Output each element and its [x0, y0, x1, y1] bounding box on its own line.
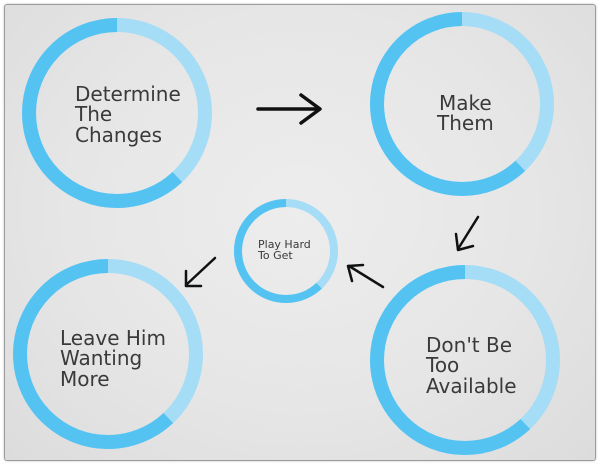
cycle-diagram [13, 12, 560, 455]
node-label-line: Wanting [60, 346, 143, 371]
node-label-line: Don't Be [426, 333, 513, 357]
node-label-dont: Don't Be Too Available [426, 333, 517, 398]
arrow-down-left-icon [184, 256, 217, 288]
diagram-frame: Determine The Changes Make Them Play Har… [4, 4, 596, 461]
node-label-play: Play Hard To Get [258, 238, 311, 263]
node-ring-determine [22, 18, 212, 208]
node-ring-play [234, 199, 338, 303]
node-label-line: The [75, 102, 113, 127]
node-label-determine: Determine The Changes [75, 82, 181, 147]
arrow-up-left-icon [346, 263, 385, 289]
node-label-line: Available [426, 373, 517, 398]
node-label-line: Play Hard [258, 238, 311, 251]
arrow-down-left-icon [454, 215, 480, 252]
node-label-line: To Get [258, 249, 293, 263]
node-label-make: Make Them [437, 93, 494, 134]
node-label-line: Changes [75, 122, 162, 147]
node-label-line: Them [437, 111, 494, 136]
node-ring-make [370, 12, 554, 196]
node-label-line: Too [426, 353, 460, 378]
node-label-line: Determine [75, 82, 181, 106]
node-label-line: More [60, 366, 110, 391]
node-ring-leave [13, 259, 203, 449]
node-label-leave: Leave Him Wanting More [60, 326, 166, 391]
node-label-line: Make [439, 91, 492, 115]
arrow-right-icon [256, 93, 322, 125]
node-ring-dont [370, 265, 560, 455]
node-label-line: Leave Him [60, 326, 166, 350]
